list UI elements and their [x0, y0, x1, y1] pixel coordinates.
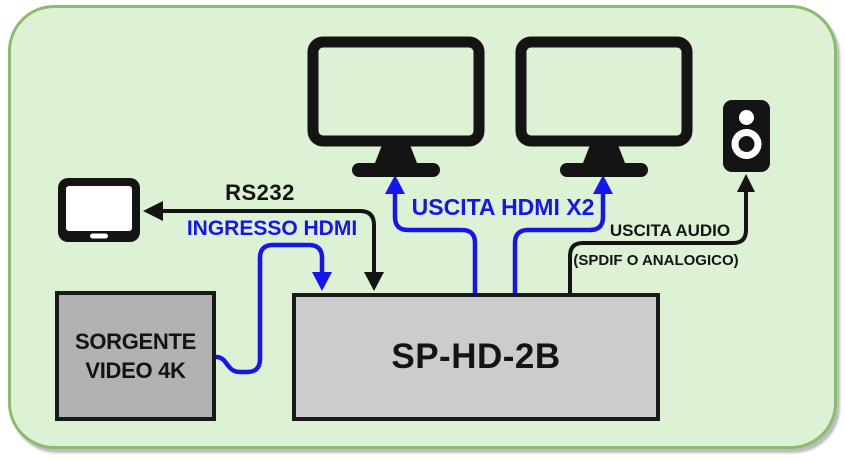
splitter-box: SP-HD-2B — [292, 293, 660, 421]
splitter-model-label: SP-HD-2B — [391, 337, 561, 376]
uscita-hdmi-label: USCITA HDMI X2 — [411, 194, 595, 220]
uscita-audio-detail-label: (SPDIF O ANALOGICO) — [573, 252, 739, 269]
rs232-label: RS232 — [225, 180, 295, 205]
ingresso-hdmi-label: INGRESSO HDMI — [186, 217, 358, 240]
source-video-label-line2: VIDEO 4K — [85, 358, 186, 383]
source-video-box: SORGENTE VIDEO 4K — [55, 291, 216, 421]
uscita-audio-label: USCITA AUDIO — [609, 221, 731, 240]
source-video-label-line1: SORGENTE — [74, 328, 197, 354]
